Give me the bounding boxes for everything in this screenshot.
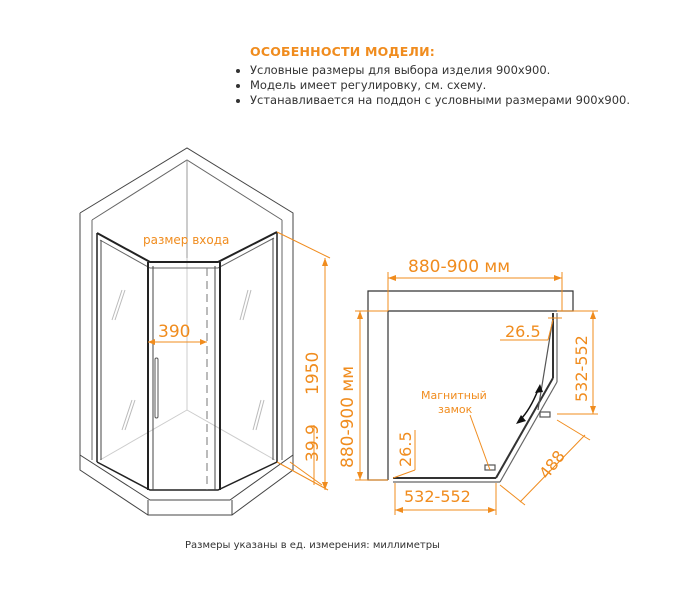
feature-item: Устанавливается на поддон с условными ра… [236, 93, 631, 107]
perspective-view [79, 147, 294, 516]
lock-label-line2: замок [438, 403, 473, 416]
plan-right-side: 532-552 [572, 335, 591, 402]
perspective-dimensions [148, 231, 331, 491]
plan-dimensions [355, 272, 598, 515]
feature-item: Модель имеет регулировку, см. схему. [236, 78, 632, 93]
tray-offset-dim: 39.9 [303, 424, 323, 462]
lock-label-line1: Магнитный [421, 389, 487, 402]
plan-bottom-side: 532-552 [404, 487, 471, 506]
plan-gap-top: 26.5 [505, 322, 541, 341]
features-title: ОСОБЕННОСТИ МОДЕЛИ: [250, 44, 435, 59]
entrance-width: 390 [158, 322, 190, 342]
plan-top-width: 880-900 мм [408, 257, 510, 277]
features-block: ОСОБЕННОСТИ МОДЕЛИ: Условные размеры для… [232, 44, 632, 108]
plan-side-depth: 880-900 мм [338, 366, 358, 468]
plan-gap-left: 26.5 [396, 431, 415, 467]
plan-diagonal: 488 [535, 447, 569, 483]
entrance-label: размер входа [143, 233, 229, 247]
features-list: Условные размеры для выбора изделия 900x… [232, 63, 632, 108]
height-dim: 1950 [303, 352, 323, 395]
feature-item: Условные размеры для выбора изделия 900x… [236, 63, 632, 78]
units-footnote: Размеры указаны в ед. измерения: миллиме… [185, 540, 440, 551]
